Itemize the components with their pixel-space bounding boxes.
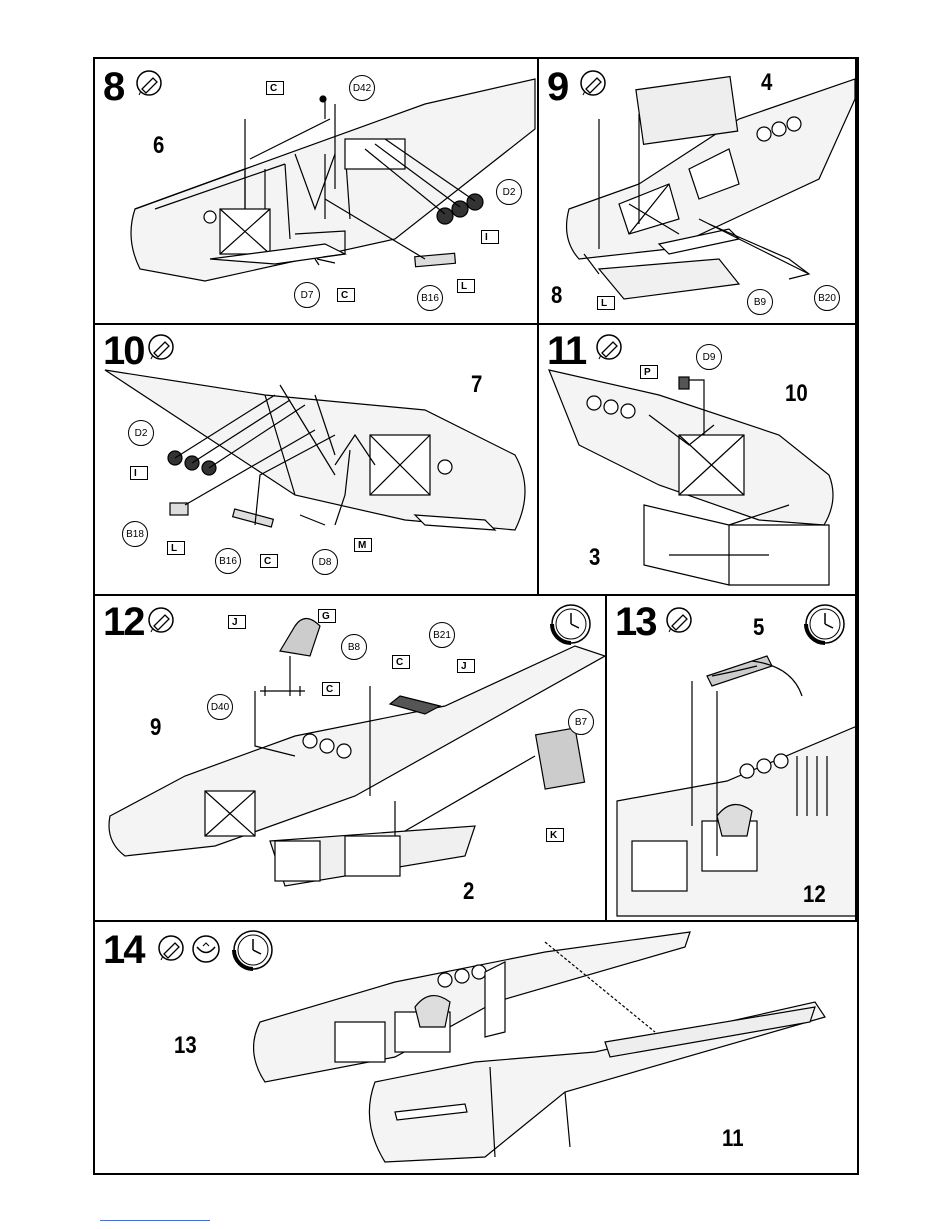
part-label: B8 bbox=[341, 634, 367, 660]
step-10-panel: 10 7 D2 I B18 L B16 C D8 M bbox=[95, 325, 539, 596]
paint-code-flag: L bbox=[597, 296, 615, 310]
paint-code-flag: L bbox=[167, 541, 185, 555]
paint-code-flag: C bbox=[266, 81, 284, 95]
paint-code-flag: G bbox=[318, 609, 336, 623]
paint-code-flag: J bbox=[457, 659, 475, 673]
part-label: B18 bbox=[122, 521, 148, 547]
step-12-panel: 12 J G B8 B21 C C J D40 B7 9 K 2 bbox=[95, 596, 607, 922]
part-number: 5 bbox=[753, 616, 764, 640]
part-label: B7 bbox=[568, 709, 594, 735]
step-13-number: 13 bbox=[615, 602, 656, 642]
paint-code-flag: L bbox=[457, 279, 475, 293]
step-9-drawing bbox=[539, 59, 857, 325]
part-number: 13 bbox=[174, 1034, 197, 1058]
paint-code-flag: I bbox=[481, 230, 499, 244]
part-number: 11 bbox=[722, 1127, 744, 1151]
paint-code-flag: I bbox=[130, 466, 148, 480]
paint-code-flag: M bbox=[354, 538, 372, 552]
footer-link-underline bbox=[100, 1220, 210, 1221]
part-number: 9 bbox=[150, 716, 161, 740]
part-label: D2 bbox=[496, 179, 522, 205]
part-label: D8 bbox=[312, 549, 338, 575]
paint-code-flag: C bbox=[260, 554, 278, 568]
paint-code-flag: C bbox=[322, 682, 340, 696]
part-number: 4 bbox=[761, 71, 772, 95]
step-11-number: 11 bbox=[547, 331, 585, 371]
step-11-panel: 11 P D9 10 3 bbox=[539, 325, 857, 596]
step-11-drawing bbox=[539, 325, 857, 596]
step-14-number: 14 bbox=[103, 930, 144, 970]
part-label: D9 bbox=[696, 344, 722, 370]
paint-code-flag: J bbox=[228, 615, 246, 629]
paint-code-flag: C bbox=[337, 288, 355, 302]
step-12-number: 12 bbox=[103, 602, 144, 642]
part-label: D40 bbox=[207, 694, 233, 720]
part-label: B21 bbox=[429, 622, 455, 648]
part-label: B20 bbox=[814, 285, 840, 311]
paint-code-flag: C bbox=[392, 655, 410, 669]
step-8-panel: 8 6 C D42 D2 I D7 C B16 L bbox=[95, 59, 539, 325]
part-number: 2 bbox=[463, 880, 474, 904]
part-number: 7 bbox=[471, 373, 482, 397]
part-number: 12 bbox=[803, 883, 826, 907]
part-label: B9 bbox=[747, 289, 773, 315]
part-number: 6 bbox=[153, 134, 164, 158]
step-14-panel: 14 13 11 bbox=[95, 922, 857, 1173]
step-9-panel: 9 4 8 L B9 B20 bbox=[539, 59, 857, 325]
step-8-number: 8 bbox=[103, 67, 123, 107]
part-label: D2 bbox=[128, 420, 154, 446]
step-9-number: 9 bbox=[547, 67, 567, 107]
part-label: B16 bbox=[417, 285, 443, 311]
part-number: 8 bbox=[551, 284, 562, 308]
step-10-number: 10 bbox=[103, 331, 144, 371]
part-number: 3 bbox=[589, 546, 600, 570]
part-label: B16 bbox=[215, 548, 241, 574]
part-number: 10 bbox=[785, 382, 808, 406]
step-13-panel: 13 5 12 bbox=[607, 596, 857, 922]
paint-code-flag: P bbox=[640, 365, 658, 379]
part-label: D42 bbox=[349, 75, 375, 101]
part-label: D7 bbox=[294, 282, 320, 308]
paint-code-flag: K bbox=[546, 828, 564, 842]
